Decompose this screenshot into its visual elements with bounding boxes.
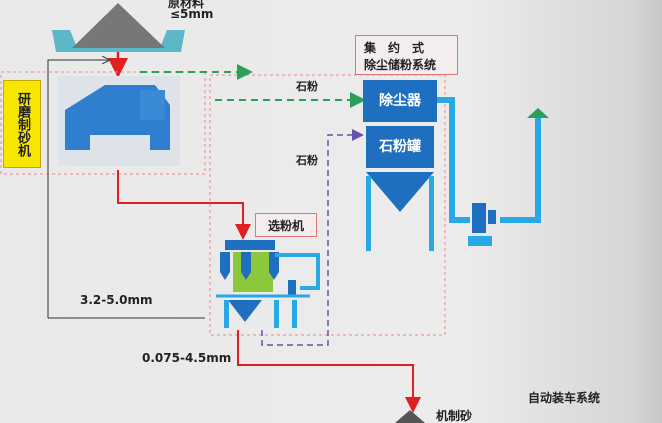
dust-system-line2: 除尘储粉系统 [364, 58, 437, 72]
raw-material-size: ≤5mm [170, 7, 214, 21]
fan-pipe [437, 97, 541, 223]
raw-material-label: 原材料 [168, 0, 205, 10]
stone-powder-label: 石粉 [296, 80, 318, 93]
dust-collector: 除尘器 [363, 80, 437, 122]
classifier-machine [216, 240, 320, 328]
classifier-label-box: 选粉机 [255, 213, 317, 237]
fan-icon [468, 203, 496, 246]
dust-system-line1: 集 约 式 [364, 41, 425, 55]
return-size-label: 3.2-5.0mm [80, 293, 153, 307]
product-label: 机制砂 [436, 409, 473, 423]
loading-system-label: 自动装车系统 [528, 391, 601, 405]
feed-hopper [52, 3, 185, 52]
dust-tank-structure [366, 172, 434, 251]
classifier-label: 选粉机 [267, 219, 304, 233]
stone-powder-label: 石粉 [296, 154, 318, 167]
dust-system-label: 集 约 式 除尘储粉系统 [355, 35, 458, 75]
grinder-area [0, 71, 206, 175]
product-size-label: 0.075-4.5mm [142, 351, 232, 365]
exhaust-arrow-icon [527, 108, 549, 118]
sand-pile [395, 410, 425, 423]
grinding-machine-label: 研磨制砂机 [3, 80, 41, 168]
powder-tank: 石粉罐 [366, 126, 434, 168]
grinding-machine-image [58, 76, 180, 166]
